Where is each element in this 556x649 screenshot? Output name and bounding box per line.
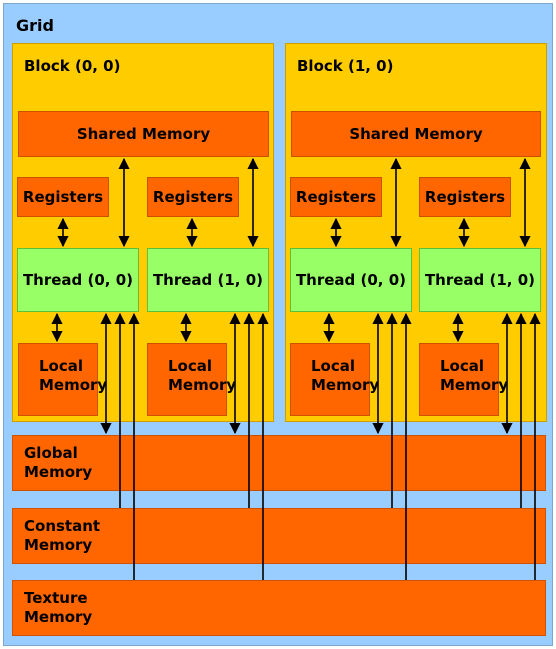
block-1-0-thread-1-registers: Registers bbox=[419, 177, 511, 217]
local-memory-label: Local Memory bbox=[168, 357, 237, 394]
block-0-0-title: Block (0, 0) bbox=[24, 57, 121, 75]
constant-memory-label: Constant Memory bbox=[24, 517, 101, 554]
block-1-0-thread-1-0: Thread (1, 0) bbox=[419, 248, 541, 312]
block-1-0-thread-1-local-memory: Local Memory bbox=[419, 343, 508, 416]
block-1-0-thread-0-local-memory: Local Memory bbox=[290, 343, 379, 416]
local-memory-label: Local Memory bbox=[440, 357, 509, 394]
global-memory-label: Global Memory bbox=[24, 444, 93, 481]
grid-title: Grid bbox=[16, 16, 54, 35]
global-memory: Global Memory bbox=[12, 435, 546, 491]
local-memory-label: Local Memory bbox=[311, 357, 380, 394]
block-0-0-thread-0-registers: Registers bbox=[17, 177, 109, 217]
texture-memory-label: Texture Memory bbox=[24, 589, 93, 626]
block-0-0-thread-0-0: Thread (0, 0) bbox=[17, 248, 139, 312]
block-0-0-shared-memory: Shared Memory bbox=[18, 111, 269, 157]
constant-memory: Constant Memory bbox=[12, 508, 546, 564]
block-1-0-title: Block (1, 0) bbox=[297, 57, 394, 75]
block-0-0-thread-0-local-memory: Local Memory bbox=[18, 343, 107, 416]
block-0-0-thread-1-registers: Registers bbox=[147, 177, 239, 217]
texture-memory: Texture Memory bbox=[12, 580, 546, 636]
block-0-0-thread-1-local-memory: Local Memory bbox=[147, 343, 236, 416]
block-1-0-shared-memory: Shared Memory bbox=[291, 111, 541, 157]
block-1-0-thread-0-registers: Registers bbox=[290, 177, 382, 217]
block-0-0-thread-1-0: Thread (1, 0) bbox=[147, 248, 269, 312]
block-1-0-thread-0-0: Thread (0, 0) bbox=[290, 248, 412, 312]
local-memory-label: Local Memory bbox=[39, 357, 108, 394]
